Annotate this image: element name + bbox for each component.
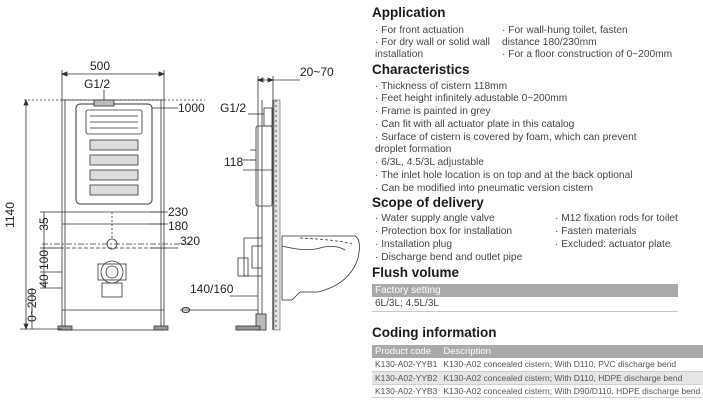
dim-500: 500 [90, 59, 110, 73]
application-item: installation [375, 49, 424, 60]
characteristics-item: · Frame is painted in grey [375, 106, 491, 117]
application-item: · For wall-hung toilet, fasten [502, 25, 628, 36]
dim-g12-front: G1/2 [84, 77, 110, 91]
dim-1140: 1140 [3, 202, 17, 228]
application-item: distance 180/230mm [502, 37, 597, 48]
characteristics-item: · Can fit with all actuator plate in thi… [375, 119, 575, 130]
dim-1000: 1000 [178, 101, 205, 115]
coding-table: Product code Description K130-A02-YYB1 K… [372, 345, 703, 398]
dim-100: 100 [37, 250, 51, 270]
application-item: · For a floor construction of 0~200mm [502, 49, 673, 60]
scope-item: · M12 fixation rods for toilet [555, 213, 678, 224]
product-code: K130-A02-YYB1 [372, 358, 441, 372]
scope-item: · Protection box for installation [375, 226, 513, 237]
frame-outline [61, 99, 165, 331]
dim-230: 230 [168, 205, 188, 219]
toilet-bowl [281, 235, 360, 301]
table-row: K130-A02-YYB2 K130-A02 concealed cistern… [372, 371, 703, 385]
coding-header-row: Product code Description [372, 345, 703, 358]
dim-20-70: 20~70 [300, 65, 334, 79]
scope-title: Scope of delivery [372, 195, 484, 210]
dim-40: 40 [37, 274, 51, 288]
scope-item: · Water supply angle valve [375, 213, 495, 224]
spec-panel: Application · For front actuation · For … [372, 0, 703, 400]
coding-header-code: Product code [372, 345, 441, 358]
scope-item: · Excluded: actuator plate [555, 239, 671, 250]
application-item: · For dry wall or solid wall [375, 37, 490, 48]
scope-item: · Discharge bend and outlet pipe [375, 252, 523, 263]
characteristics-item: · Feet height infinitely adustable 0~200… [375, 93, 568, 104]
scope-item: · Fasten materials [555, 226, 637, 237]
drawing-svg: 500 G1/2 1000 1140 230 180 35 320 100 40… [3, 59, 360, 331]
technical-drawing: 500 G1/2 1000 1140 230 180 35 320 100 40… [3, 59, 360, 331]
product-code: K130-A02-YYB2 [372, 371, 441, 385]
characteristics-item: droplet formation [375, 144, 452, 155]
dim-0-200: 0~200 [25, 288, 39, 322]
characteristics-item: · 6/3L, 4.5/3L adjustable [375, 157, 484, 168]
dim-35: 35 [37, 217, 51, 231]
application-item: · For front actuation [375, 25, 464, 36]
dim-g12-side: G1/2 [220, 101, 246, 115]
product-description: K130-A02 concealed cistern; With D110, P… [440, 358, 703, 372]
characteristics-title: Characteristics [372, 62, 470, 77]
characteristics-item: · Surface of cistern is covered by foam,… [375, 132, 637, 143]
characteristics-item: · The inlet hole location is on top and … [375, 170, 633, 181]
coding-header-desc: Description [440, 345, 703, 358]
product-description: K130-A02 concealed cistern; With D90/D11… [440, 384, 703, 398]
dim-118: 118 [224, 155, 243, 169]
table-row: K130-A02-YYB3 K130-A02 concealed cistern… [372, 384, 703, 398]
coding-title: Coding information [372, 325, 497, 340]
application-title: Application [372, 5, 446, 20]
scope-item: · Installation plug [375, 239, 453, 250]
product-description: K130-A02 concealed cistern; With D110, H… [440, 371, 703, 385]
dim-180: 180 [168, 219, 188, 233]
characteristics-item: · Thickness of cistern 118mm [375, 81, 508, 92]
product-code: K130-A02-YYB3 [372, 384, 441, 398]
flush-title: Flush volume [372, 265, 460, 280]
flush-value: 6L/3L; 4.5L/3L [375, 298, 439, 309]
dim-0: 0 [179, 306, 193, 313]
dim-320: 320 [180, 234, 200, 248]
table-row: K130-A02-YYB1 K130-A02 concealed cistern… [372, 358, 703, 372]
flush-divider [372, 311, 678, 312]
flush-header: Factory setting [372, 284, 678, 297]
characteristics-item: · Can be modified into pneumatic version… [375, 183, 594, 194]
cistern-side [255, 125, 273, 207]
dim-140-160: 140/160 [190, 282, 234, 296]
